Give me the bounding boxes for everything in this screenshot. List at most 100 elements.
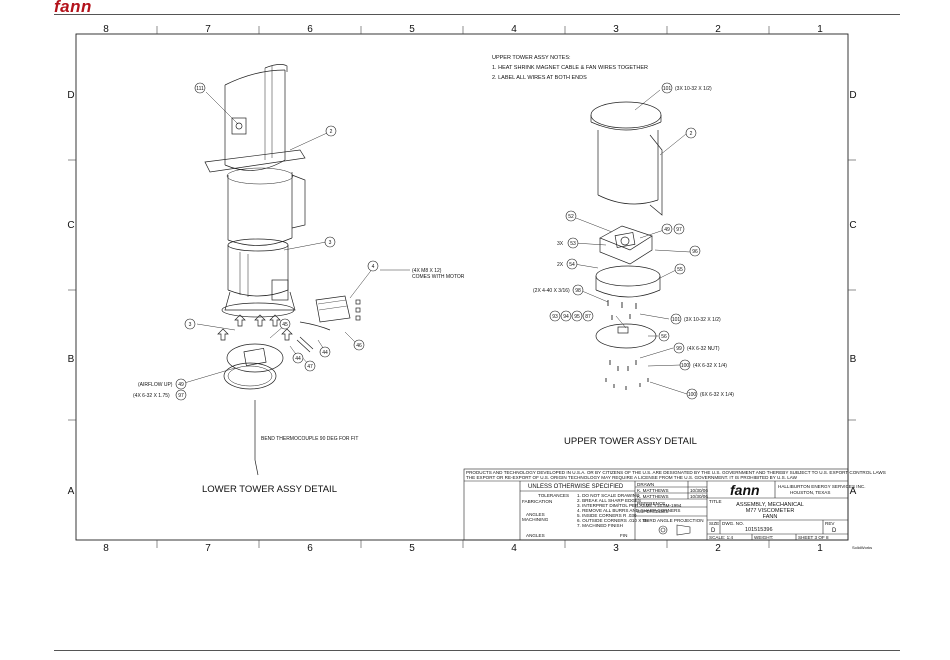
callout-fan-screws: (2X 4-40 X 3/16): [533, 288, 570, 294]
reference-label: REFERENCE: [637, 501, 665, 506]
balloon-label: 94: [563, 314, 569, 320]
company-city: HOUSTON, TEXAS: [790, 490, 830, 495]
company-logo: fann: [730, 482, 760, 498]
zone-col: 8: [103, 543, 109, 554]
title-label: TITLE: [709, 499, 722, 504]
callout-cap-screws: (3X 10-32 X 1/2): [675, 86, 712, 92]
balloon-label: 99: [676, 346, 682, 352]
zone-col: 4: [511, 543, 517, 554]
lower-balloon-circles: [175, 82, 379, 401]
notes-item: 2. LABEL ALL WIRES AT BOTH ENDS: [492, 75, 587, 81]
drawing-border: [75, 33, 849, 541]
drawn-by: K. MATTHEWS: [637, 488, 669, 493]
checked-by: K. MATTHEWS: [637, 494, 669, 499]
machining-label: MACHINING: [522, 517, 549, 522]
zone-col: 5: [409, 543, 415, 554]
tb-note: 1. DO NOT SCALE DRAWING: [577, 493, 640, 498]
zone-ticks: [68, 26, 856, 548]
company-sub: HALLIBURTON ENERGY SERVICES INC.: [778, 484, 865, 489]
tb-note: 5. INSIDE CORNERS R .030: [577, 513, 637, 518]
fabrication-label: FABRICATION: [522, 499, 552, 504]
zone-col: 2: [715, 24, 721, 35]
zone-col: 5: [409, 24, 415, 35]
zone-col: 6: [307, 24, 313, 35]
balloon-label: 53: [570, 241, 576, 247]
tb-note: 6. OUTSIDE CORNERS .010 X 45: [577, 518, 648, 523]
balloon-label: 47: [307, 364, 313, 370]
balloon-label: 56: [661, 334, 667, 340]
balloon-label: 96: [692, 249, 698, 255]
zone-row: C: [849, 220, 856, 231]
zone-col: 7: [205, 24, 211, 35]
rev-value: D: [832, 528, 837, 534]
zone-row: B: [850, 354, 857, 365]
balloon-label: 3: [329, 240, 332, 246]
balloon-label: 98: [575, 288, 581, 294]
callout-qty: 2X: [557, 262, 564, 268]
rev-label: REV: [825, 521, 835, 526]
scale: SCALE: 1:4: [709, 535, 733, 540]
drawing-title-3: FANN: [763, 514, 778, 520]
title-block: [463, 468, 849, 541]
title-block-text: PRODUCTS AND TECHNOLOGY DEVELOPED IN U.S…: [466, 470, 886, 550]
upper-tower-title: UPPER TOWER ASSY DETAIL: [564, 436, 697, 447]
callout-screws: (4X 6-32 X 1/4): [693, 363, 727, 369]
balloon-label: 45: [282, 322, 288, 328]
zone-row: D: [67, 90, 74, 101]
balloon-label: 55: [677, 267, 683, 273]
export-notice: PRODUCTS AND TECHNOLOGY DEVELOPED IN U.S…: [466, 470, 886, 475]
dwg-number: 101515396: [745, 527, 773, 533]
zone-col: 7: [205, 543, 211, 554]
balloon-label: 49: [178, 382, 184, 388]
zone-col: 4: [511, 24, 517, 35]
tb-note: 7. MACHINED FINISH: [577, 523, 623, 528]
tb-note: 4. REMOVE ALL BURRS AND SHARP CORNERS: [577, 508, 680, 513]
balloon-label: 46: [356, 343, 362, 349]
brand-logo: fann: [54, 0, 92, 16]
supersedes-label: SUPERSEDES: [637, 509, 668, 514]
zone-col: 1: [817, 24, 823, 35]
balloon-label: 101: [672, 317, 681, 323]
balloon-label: 97: [178, 393, 184, 399]
balloon-label: 100: [688, 392, 697, 398]
tb-note: 2. BREAK ALL SHARP EDGES: [577, 498, 641, 503]
header-rule: [54, 14, 900, 15]
balloon-label: 49: [664, 227, 670, 233]
lower-callouts: (4X M8 X 12) COMES WITH MOTOR (AIRFLOW U…: [133, 268, 465, 442]
upper-tower-drawing: [590, 101, 663, 390]
projection-label: THIRD ANGLE PROJECTION: [642, 518, 704, 523]
upper-leaders: [573, 89, 691, 395]
balloon-label: 95: [574, 314, 580, 320]
assembly-notes: UPPER TOWER ASSY NOTES: 1. HEAT SHRINK M…: [492, 55, 648, 81]
callout-nuts: (4X 6-32 NUT): [687, 346, 720, 352]
balloon-label: 87: [585, 314, 591, 320]
tb-note: 3. INTERPRET DIM/TOL PER ASME Y14.5M-199…: [577, 503, 682, 508]
lower-tower-title: LOWER TOWER ASSY DETAIL: [202, 484, 337, 495]
drawing-title-1: ASSEMBLY, MECHANICAL: [736, 502, 804, 508]
balloon-label: 52: [568, 214, 574, 220]
zone-row: B: [68, 354, 75, 365]
lower-leaders: [180, 91, 410, 385]
software-mark: SolidWorks: [852, 545, 872, 550]
upper-balloon-circles: [549, 82, 701, 400]
balloon-label: 44: [322, 350, 328, 356]
angles-label: ANGLES: [526, 533, 545, 538]
zone-row: A: [68, 486, 75, 497]
drawing-title-2: M77 VISCOMETER: [746, 508, 795, 514]
balloon-label: 3: [189, 322, 192, 328]
balloon-label: 54: [569, 262, 575, 268]
balloon-label: 93: [552, 314, 558, 320]
lower-balloon-labels: 111 2 3 4 3 45 44 44 46 47 49 97: [178, 86, 374, 399]
notes-title: UPPER TOWER ASSY NOTES:: [492, 55, 571, 61]
zone-columns-top: 8 7 6 5 4 3 2 1: [103, 24, 823, 35]
zone-col: 2: [715, 543, 721, 554]
drawn-label: DRAWN: [637, 482, 654, 487]
export-notice: THE EXPORT OR RE-EXPORT OF U.S. ORIGIN T…: [466, 475, 798, 480]
balloon-label: 44: [295, 356, 301, 362]
callout-qty: 3X: [557, 241, 564, 247]
size-value: D: [711, 528, 716, 534]
tolerances-label: TOLERANCES: [538, 493, 569, 498]
callout-screws: (4X 6-32 X 1.75): [133, 393, 170, 399]
footer-rule: [54, 650, 900, 651]
